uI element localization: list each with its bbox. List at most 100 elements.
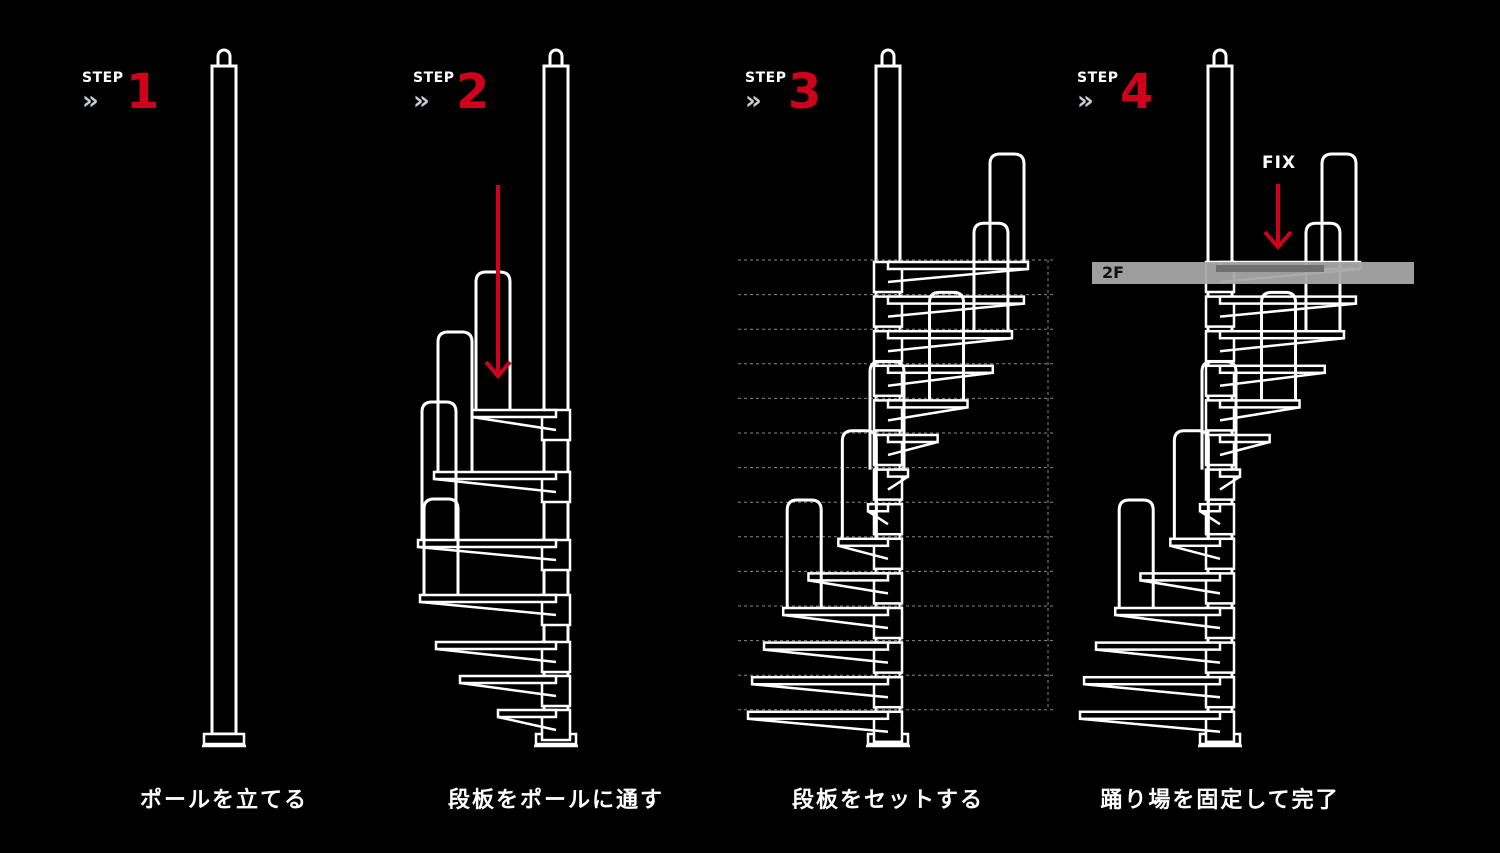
tread	[1218, 399, 1301, 409]
tread-bracket	[1219, 302, 1357, 318]
step-label: STEP	[745, 70, 787, 86]
tread-bracket	[1219, 406, 1300, 422]
tread	[1094, 641, 1222, 651]
floor-2f-slab	[1092, 262, 1414, 284]
tread	[762, 641, 890, 651]
tread	[886, 433, 939, 444]
step-1-caption: ポールを立てる	[139, 788, 308, 813]
railing-baluster	[420, 400, 458, 540]
tread	[781, 606, 890, 617]
tread	[1169, 537, 1222, 548]
tread-bracket	[1219, 475, 1241, 491]
step-number: 1	[126, 64, 160, 120]
tread-bracket	[838, 544, 889, 561]
pole	[210, 64, 238, 736]
pole-cap	[548, 48, 564, 66]
tread-bracket	[1219, 336, 1345, 353]
tread-bracket	[747, 717, 889, 734]
step-4-caption: 踊り場を固定して完了	[1100, 788, 1340, 813]
chevron-icon: »	[1077, 86, 1094, 116]
tread-bracket	[459, 681, 557, 698]
step-number: 4	[1120, 64, 1154, 120]
railing-baluster	[474, 270, 512, 410]
tread-bracket	[1083, 682, 1221, 699]
railing-baluster	[436, 330, 474, 472]
railing-baluster	[1117, 498, 1155, 608]
pole-cap	[880, 48, 896, 66]
step-label: STEP	[413, 70, 455, 86]
railing-baluster	[928, 290, 966, 401]
tread	[418, 593, 558, 604]
tread-bracket	[471, 415, 557, 432]
step-3-drawing	[738, 48, 1055, 748]
chevron-icon: »	[82, 86, 99, 116]
tread-bracket	[887, 267, 1029, 284]
tread-bracket	[783, 613, 889, 630]
tread	[807, 572, 890, 582]
tread	[432, 470, 558, 481]
step-1-drawing	[202, 48, 246, 748]
step-2-drawing	[416, 48, 578, 748]
railing-baluster	[868, 360, 906, 470]
step-label: STEP	[1077, 70, 1119, 86]
tread	[1218, 468, 1242, 478]
tread-bracket	[887, 475, 909, 491]
step-3-caption: 段板をセットする	[791, 788, 984, 813]
tread	[866, 502, 890, 513]
tread	[458, 674, 558, 685]
tread	[1218, 329, 1346, 340]
railing-baluster	[422, 497, 460, 595]
tread	[746, 710, 890, 721]
pole-base	[202, 732, 246, 746]
tread-bracket	[1170, 544, 1221, 561]
tread-bracket	[1115, 613, 1221, 630]
tread-bracket	[435, 647, 557, 664]
pole	[542, 64, 570, 736]
tread	[434, 640, 558, 651]
fix-arrow-head	[1263, 230, 1293, 251]
tread	[886, 468, 910, 478]
tread	[886, 329, 1014, 340]
railing-baluster	[1320, 152, 1358, 262]
railing-baluster	[1172, 429, 1210, 539]
tread	[1113, 606, 1222, 617]
railing-baluster	[1304, 221, 1342, 332]
down-arrow-head	[484, 360, 512, 380]
floor-2f-label: 2F	[1102, 263, 1125, 282]
tread-bracket	[1219, 440, 1270, 457]
tread-bracket	[1079, 717, 1221, 734]
tread	[1198, 502, 1222, 513]
tread-bracket	[419, 600, 557, 617]
tread	[416, 538, 558, 549]
tread	[886, 295, 1026, 305]
tread-bracket	[887, 440, 938, 457]
tread-bracket	[867, 510, 889, 526]
tread-bracket	[433, 477, 557, 494]
step-number: 2	[456, 64, 490, 120]
chevron-icon: »	[413, 86, 430, 116]
landing-platform	[1216, 265, 1324, 272]
tread-bracket	[497, 715, 557, 732]
tread-bracket	[887, 302, 1025, 318]
tread-bracket	[1199, 510, 1221, 526]
railing-baluster	[1200, 360, 1238, 470]
tread-bracket	[763, 648, 889, 664]
pole-cap	[216, 48, 232, 66]
tread-bracket	[1095, 648, 1221, 664]
tread	[470, 408, 558, 419]
tread	[886, 260, 1030, 271]
tread	[1218, 433, 1271, 444]
step-label: STEP	[82, 70, 124, 86]
tread-bracket	[887, 336, 1013, 353]
tread	[886, 364, 995, 375]
tread	[496, 708, 558, 719]
tread	[1218, 295, 1358, 305]
railing-baluster	[972, 221, 1010, 332]
railing-baluster	[785, 498, 823, 608]
pole-cap	[1212, 48, 1228, 66]
tread	[886, 399, 969, 409]
step-number: 3	[788, 64, 822, 120]
tread	[1078, 710, 1222, 721]
pole-collar	[872, 433, 904, 467]
